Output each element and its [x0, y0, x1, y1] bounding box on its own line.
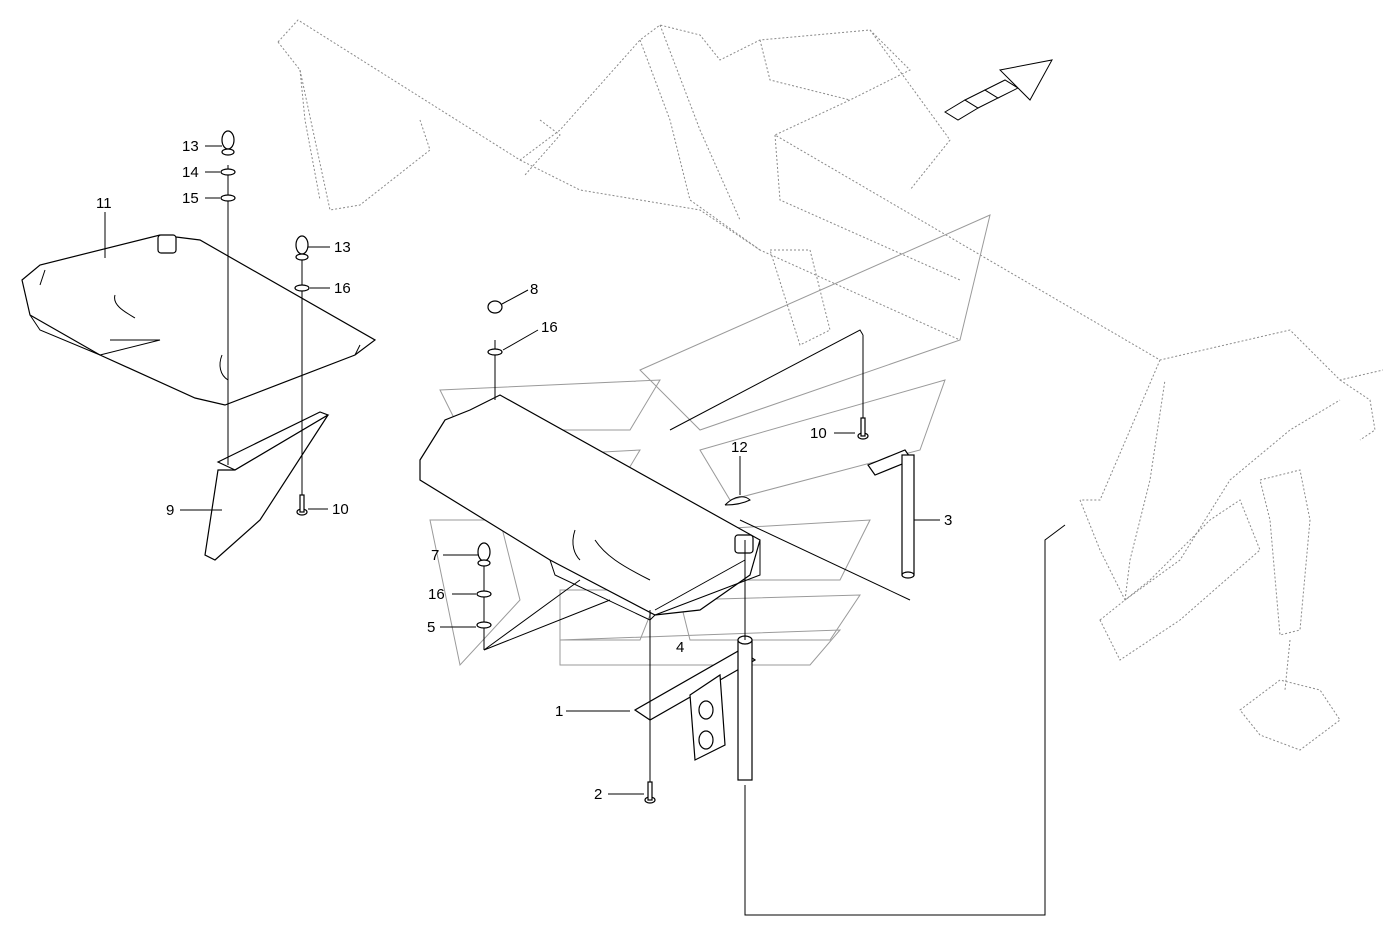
callout-16-middle: 16 [541, 319, 558, 336]
callout-13-right: 13 [334, 239, 351, 256]
callout-15: 15 [182, 190, 199, 207]
direction-arrow-icon [944, 59, 1053, 121]
callout-labels: 13 14 15 11 13 16 9 10 8 16 10 12 3 7 16… [96, 138, 952, 803]
callout-5: 5 [427, 619, 435, 636]
callout-2: 2 [594, 786, 602, 803]
assembly-lines [227, 165, 1066, 916]
hardware [220, 130, 869, 804]
callout-11: 11 [96, 195, 112, 212]
callout-14: 14 [182, 164, 199, 181]
callout-10-right: 10 [810, 425, 827, 442]
callout-3: 3 [944, 512, 952, 529]
callout-13-top: 13 [182, 138, 199, 155]
callout-leaders [104, 145, 940, 795]
callout-8: 8 [530, 281, 538, 298]
callout-12: 12 [731, 439, 748, 456]
cover-plate-4 [419, 394, 761, 621]
callout-9: 9 [166, 502, 174, 519]
hinge-pin-3 [867, 449, 915, 579]
machine-frame [277, 19, 1383, 751]
callout-16-lower: 16 [428, 586, 445, 603]
bracket-9 [204, 411, 330, 561]
callout-10-left: 10 [332, 501, 349, 518]
callout-16-upper: 16 [334, 280, 351, 297]
clip-12 [724, 496, 751, 506]
cover-plate-11 [21, 234, 377, 406]
callout-7: 7 [431, 547, 439, 564]
hinge-assembly-1 [633, 635, 757, 781]
callout-4: 4 [676, 639, 684, 656]
callout-1: 1 [555, 703, 563, 720]
